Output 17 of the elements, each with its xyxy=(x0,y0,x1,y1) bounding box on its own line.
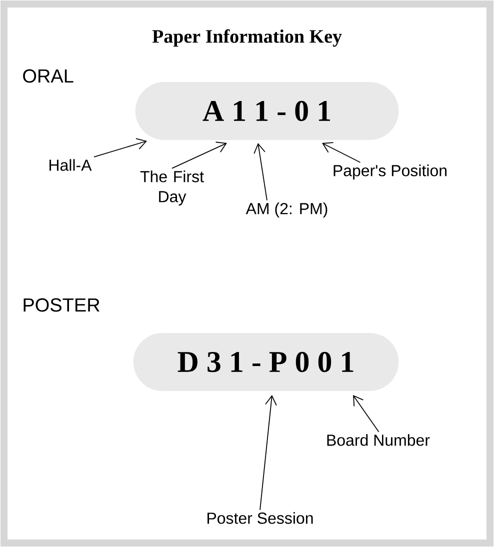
annotation-text: Poster Session xyxy=(208,512,313,524)
annotation-text: AM (2: PM) xyxy=(246,202,328,218)
annotation-text: The First Day xyxy=(140,170,204,206)
leader-arrow xyxy=(172,142,227,169)
leader-arrow xyxy=(260,395,277,510)
code-pill: A 1 1 - 0 1 xyxy=(135,82,399,140)
leader-arrow xyxy=(322,142,361,163)
code-pill: D 3 1 - P 0 0 1 xyxy=(133,333,399,391)
leader-arrow xyxy=(353,395,380,432)
leader-arrow xyxy=(254,143,268,201)
section-label: ORAL xyxy=(23,69,74,83)
title: Paper Information Key xyxy=(152,29,342,47)
leader-arrow xyxy=(94,138,147,158)
annotation-text: Hall-A xyxy=(50,159,92,171)
section-label: POSTER xyxy=(24,298,100,312)
annotation-text: Board Number xyxy=(327,434,430,446)
annotation-text: Paper's Position xyxy=(334,164,446,180)
